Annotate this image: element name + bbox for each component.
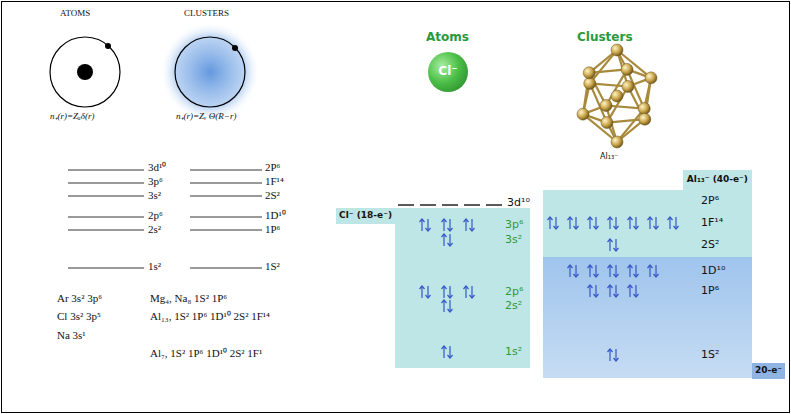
level-label: 3s² (148, 189, 161, 201)
level-label: 1S² (701, 349, 719, 361)
al13-cluster-figure (577, 44, 657, 148)
level-label: 2P⁶ (701, 195, 719, 207)
level-label: 2S² (701, 239, 719, 251)
level-label: 2S² (265, 189, 280, 201)
configuration: Al₁₃, 1S² 1P⁶ 1D¹⁰ 2S² 1F¹⁴ (150, 310, 270, 322)
column-heading: ATOMS (60, 9, 90, 19)
formula: n₊(r)=Zₐδ(r) (50, 112, 94, 122)
level-label: 1s² (505, 346, 522, 358)
level-label: 1P⁶ (701, 285, 719, 297)
cluster-figure (160, 22, 260, 122)
level-label: 2s² (148, 223, 161, 235)
ion-label: Cl⁻ (438, 65, 457, 78)
column-heading: CLUSTERS (184, 9, 229, 19)
atom-figure (50, 37, 120, 107)
panel-heading: Clusters (577, 31, 633, 44)
formula: n₊(r)=Zᵥ Θ(R−r) (176, 112, 236, 122)
level-label: 2P⁶ (265, 161, 280, 173)
level-label: 3d¹⁰ (148, 161, 166, 173)
configuration: Al₇, 1S² 1P⁶ 1D¹⁰ 2S² 1F¹ (150, 347, 262, 359)
ion-sphere: Cl⁻ (428, 52, 468, 92)
configuration: Mg₄, Na₈ 1S² 1P⁶ (150, 292, 227, 304)
level-label: 2p⁶ (148, 209, 163, 221)
configuration: Cl 3s² 3p⁵ (57, 310, 101, 322)
configuration: Na 3s¹ (57, 329, 86, 341)
level-label: 3p⁶ (148, 175, 163, 187)
electron-count-tab: Al₁₃⁻ (40-e⁻) (683, 170, 752, 190)
empty-level (398, 204, 502, 206)
level-label: 1P⁶ (265, 223, 280, 235)
level-label: 2p⁶ (505, 286, 523, 298)
level-label: 1S² (265, 260, 280, 272)
level-label: 2s² (505, 300, 522, 312)
level-label: 1D¹⁰ (265, 209, 286, 221)
electron-count-tab: 20-e⁻ (752, 363, 785, 379)
configuration: Ar 3s² 3p⁶ (57, 292, 102, 304)
level-label: 1F¹⁴ (265, 175, 284, 187)
level-label: 3p⁶ (505, 219, 523, 231)
level-label: 1F¹⁴ (701, 217, 723, 229)
cluster-shell-panel: Al₁₃⁻ (40-e⁻)2P⁶1F¹⁴2S² (543, 190, 752, 257)
level-label: 1s² (148, 260, 161, 272)
level-label: 1D¹⁰ (701, 265, 725, 277)
level-lines (68, 170, 262, 268)
cluster-core-panel: 1D¹⁰1P⁶1S²20-e⁻ (543, 257, 752, 378)
cluster-name: Al₁₃⁻ (600, 153, 618, 162)
level-label: 3s² (505, 234, 522, 246)
electron-count-tab: Cl⁻ (18-e⁻) (336, 208, 395, 224)
atom-shell-panel: Cl⁻ (18-e⁻)3p⁶3s²2p⁶2s²1s² (395, 208, 530, 368)
panel-heading: Atoms (426, 31, 469, 44)
